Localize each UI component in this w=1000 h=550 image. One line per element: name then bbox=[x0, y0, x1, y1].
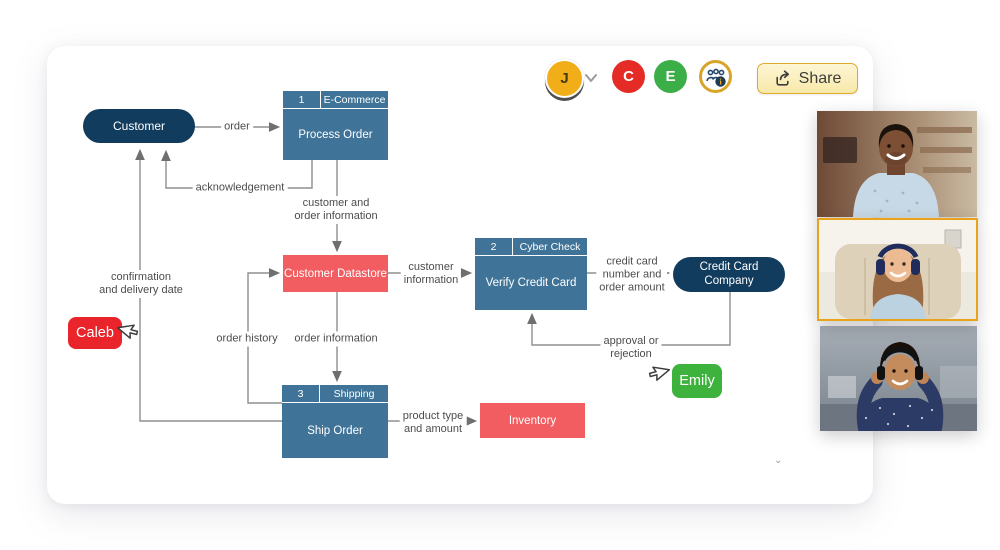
tiny-cursor-artifact: ⌄ bbox=[774, 455, 783, 466]
video-participant-1[interactable] bbox=[817, 111, 977, 217]
verify-domain: Cyber Check bbox=[519, 240, 581, 253]
node-verify-credit-card[interactable]: 2 Cyber Check Verify Credit Card bbox=[475, 238, 587, 310]
flow-label-confirmation[interactable]: confirmation and delivery date bbox=[96, 270, 186, 298]
node-ship-order[interactable]: 3 Shipping Ship Order bbox=[282, 385, 388, 458]
share-button-label: Share bbox=[798, 69, 842, 87]
svg-text:i: i bbox=[719, 76, 722, 86]
ship-order-domain: Shipping bbox=[333, 387, 375, 400]
share-icon bbox=[774, 70, 792, 87]
process-order-header: 1 E-Commerce bbox=[283, 91, 388, 109]
node-process-order[interactable]: 1 E-Commerce Process Order bbox=[283, 91, 388, 160]
video-participant-3[interactable] bbox=[820, 326, 977, 431]
flow-label-customer-information[interactable]: customer information bbox=[400, 260, 462, 288]
collaborator-avatar-c[interactable]: C bbox=[612, 60, 645, 93]
flow-label-credit-card[interactable]: credit card number and order amount bbox=[596, 254, 668, 296]
cursor-pointer-caleb bbox=[115, 316, 142, 342]
flow-label-approval[interactable]: approval or rejection bbox=[600, 334, 662, 362]
cursor-label-emily: Emily bbox=[672, 364, 722, 398]
video-participant-2-highlighted[interactable] bbox=[817, 218, 978, 321]
flow-label-order-history[interactable]: order history bbox=[213, 331, 281, 347]
flow-label-order[interactable]: order bbox=[221, 119, 253, 135]
cursor-label-caleb: Caleb bbox=[68, 317, 122, 349]
verify-header: 2 Cyber Check bbox=[475, 238, 587, 256]
collaborators-icon[interactable]: i bbox=[699, 60, 732, 93]
flow-label-acknowledgement[interactable]: acknowledgement bbox=[192, 180, 288, 196]
flow-label-customer-order-info[interactable]: customer and order information bbox=[291, 196, 381, 224]
user-avatar-j[interactable]: J bbox=[545, 59, 584, 98]
node-inventory[interactable]: Inventory bbox=[480, 403, 585, 438]
node-customer[interactable]: Customer bbox=[83, 109, 195, 143]
flow-label-order-information[interactable]: order information bbox=[291, 331, 381, 347]
collaborator-avatar-e[interactable]: E bbox=[654, 60, 687, 93]
ship-order-label: Ship Order bbox=[307, 424, 363, 437]
node-customer-datastore[interactable]: Customer Datastore bbox=[283, 255, 388, 292]
ship-order-number: 3 bbox=[282, 385, 320, 402]
node-credit-card-company[interactable]: Credit Card Company bbox=[673, 257, 785, 292]
share-button[interactable]: Share bbox=[757, 63, 858, 94]
process-order-domain: E-Commerce bbox=[323, 93, 386, 106]
verify-number: 2 bbox=[475, 238, 513, 255]
ship-order-header: 3 Shipping bbox=[282, 385, 388, 403]
flow-label-product-type[interactable]: product type and amount bbox=[399, 409, 467, 437]
chevron-down-icon[interactable] bbox=[584, 71, 598, 83]
cursor-pointer-emily bbox=[644, 358, 671, 384]
verify-label: Verify Credit Card bbox=[485, 277, 577, 289]
process-order-label: Process Order bbox=[298, 128, 373, 141]
process-order-number: 1 bbox=[283, 91, 321, 108]
